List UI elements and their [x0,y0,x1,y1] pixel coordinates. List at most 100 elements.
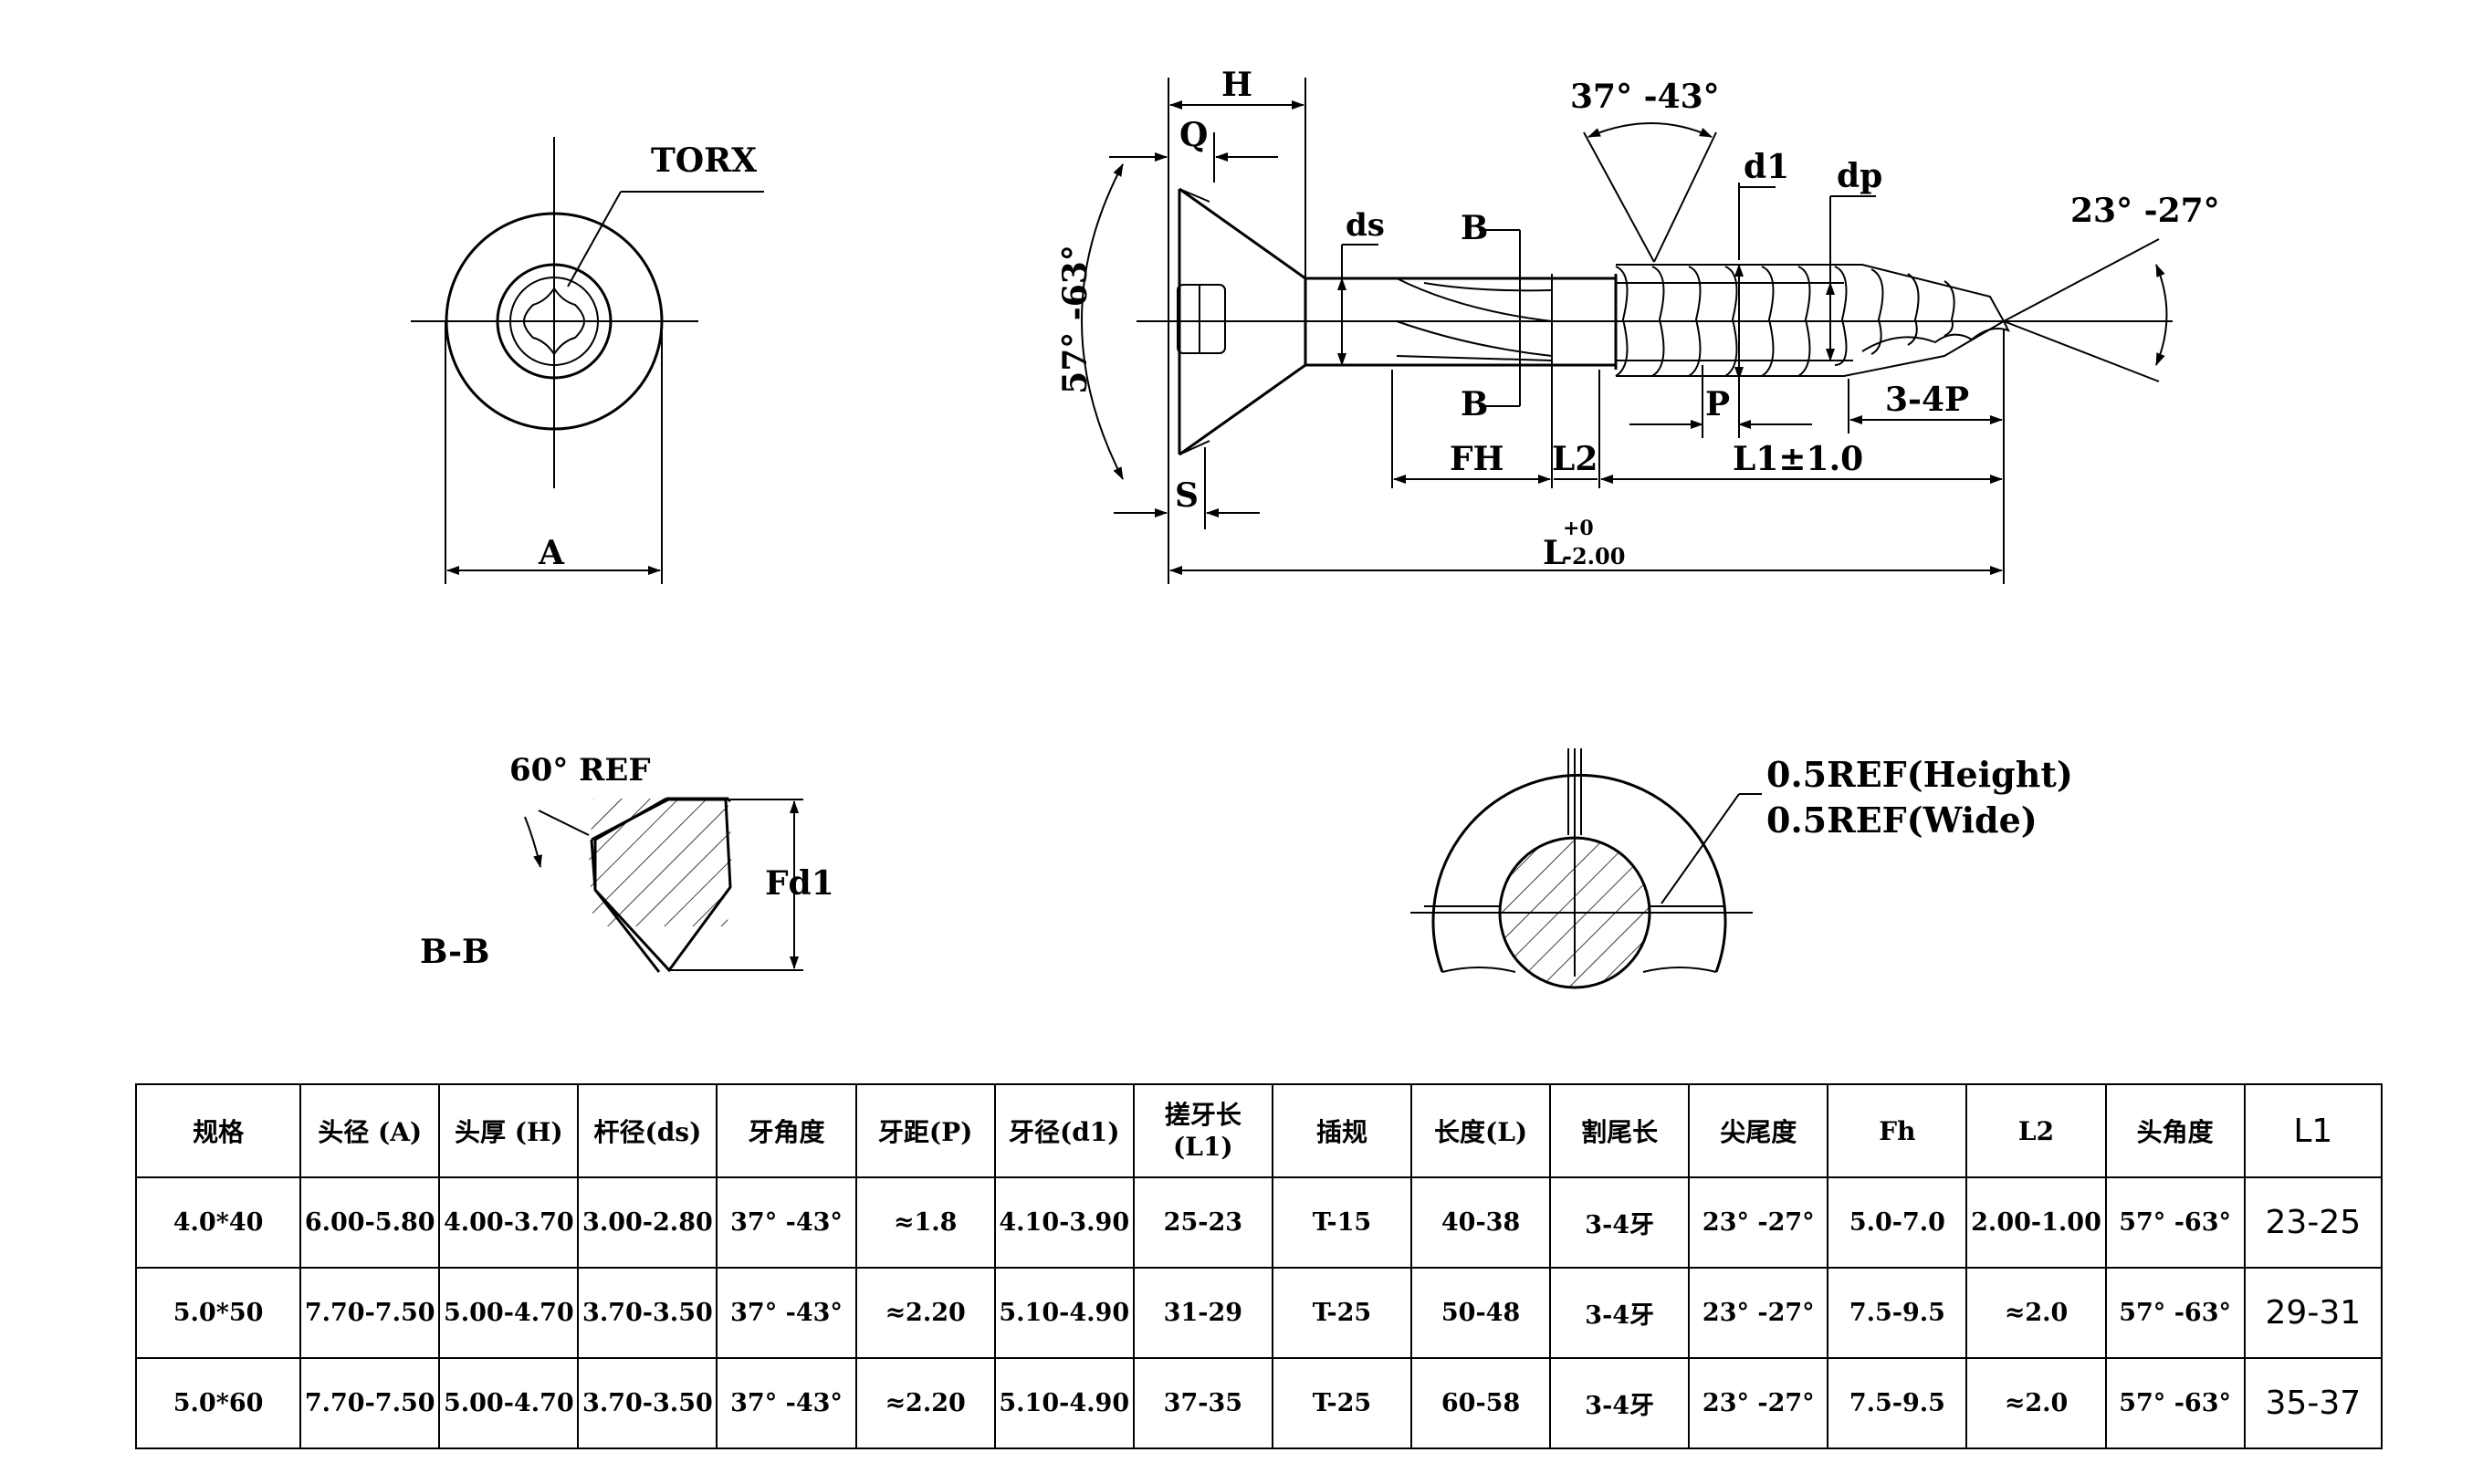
header-cell: 插规 [1271,1083,1413,1178]
table-cell: 29-31 [2243,1267,2383,1359]
table-cell: ≈2.0 [1965,1357,2107,1449]
table-cell: 50-48 [1410,1267,1552,1359]
dim-h-label: H [1221,66,1252,104]
dim-l2-label: L2 [1552,440,1598,478]
section-b-b-view: 60° REF Fd1 B-B [420,752,834,973]
screw-side-view: 23° -27° 37° -43° d1 dp P 3-4P ds [1056,66,2220,584]
dim-q-label: Q [1179,116,1208,154]
dim-a-label: A [538,534,565,572]
table-cell: 3-4牙 [1549,1357,1691,1449]
torx-label: TORX [651,141,757,180]
header-cell: 尖尾度 [1688,1083,1829,1178]
table-cell: 23-25 [2243,1176,2383,1269]
table-cell: 4.0*40 [134,1176,302,1269]
table-cell: 37° -43° [716,1267,857,1359]
dim-l-label: L [1543,534,1566,572]
table-cell: 7.5-9.5 [1827,1357,1968,1449]
table-cell: 2.00-1.00 [1965,1176,2107,1269]
header-cell: 长度(L) [1410,1083,1552,1178]
header-cell: L2 [1965,1083,2107,1178]
table-cell: T-25 [1271,1267,1413,1359]
table-row: 4.0*40 6.00-5.80 4.00-3.70 3.00-2.80 37°… [134,1176,2383,1269]
header-cell: 头角度 [2104,1083,2246,1178]
tip-angle-label: 23° -27° [2070,192,2220,230]
spec-table: 规格 头径 (A) 头厚 (H) 杆径(ds) 牙角度 牙距(P) 牙径(d1)… [134,1083,2383,1449]
table-cell: ≈2.20 [854,1357,996,1449]
header-cell: 牙距(P) [854,1083,996,1178]
dim-fh-label: FH [1450,440,1504,478]
table-cell: 5.0*60 [134,1357,302,1449]
hex-angle-label: 60° REF [509,752,650,789]
table-cell: 3.70-3.50 [577,1357,718,1449]
table-cell: T-15 [1271,1176,1413,1269]
table-cell: 37-35 [1132,1357,1273,1449]
table-cell: 5.00-4.70 [438,1357,580,1449]
table-cell: 37° -43° [716,1357,857,1449]
table-row: 5.0*60 7.70-7.50 5.00-4.70 3.70-3.50 37°… [134,1357,2383,1449]
table-cell: 4.10-3.90 [993,1176,1135,1269]
table-cell: 7.70-7.50 [299,1357,441,1449]
head-top-view: TORX A [411,137,764,584]
thread-angle-arc [1587,122,1713,138]
header-cell: 搓牙长(L1) [1132,1083,1273,1178]
dim-d1-label: d1 [1744,148,1789,186]
table-cell: 60-58 [1410,1357,1552,1449]
header-cell: 割尾长 [1549,1083,1691,1178]
section-marker-top: B [1461,209,1488,247]
table-cell: 57° -63° [2104,1267,2246,1359]
ref-height-label: 0.5REF(Height) [1766,754,2073,795]
section-marker-bottom: B [1461,385,1488,423]
table-cell: 5.10-4.90 [993,1357,1135,1449]
dim-l-lower-tol: -2.00 [1563,543,1625,570]
table-cell: 3-4牙 [1549,1176,1691,1269]
table-cell: 5.0-7.0 [1827,1176,1968,1269]
tip-angle-arc [2155,264,2168,366]
table-cell: 23° -27° [1688,1176,1829,1269]
header-cell: 牙径(d1) [993,1083,1135,1178]
dim-dp-label: dp [1837,157,1882,195]
table-cell: 23° -27° [1688,1267,1829,1359]
dim-fd1-label: Fd1 [765,864,834,903]
table-cell: 3.00-2.80 [577,1176,718,1269]
dim-l-upper-tol: +0 [1563,517,1594,540]
section-title: B-B [420,933,489,971]
header-cell: 杆径(ds) [577,1083,718,1178]
table-cell: 31-29 [1132,1267,1273,1359]
table-cell: 25-23 [1132,1176,1273,1269]
table-cell: 3.70-3.50 [577,1267,718,1359]
table-cell: 57° -63° [2104,1176,2246,1269]
ref-wide-label: 0.5REF(Wide) [1766,799,2038,841]
head-angle-label: 57° -63° [1056,245,1095,394]
table-cell: 3-4牙 [1549,1267,1691,1359]
header-cell: 规格 [134,1083,302,1178]
table-cell: 6.00-5.80 [299,1176,441,1269]
table-cell: 37° -43° [716,1176,857,1269]
table-cell: 5.10-4.90 [993,1267,1135,1359]
table-cell: 5.00-4.70 [438,1267,580,1359]
table-cell: 23° -27° [1688,1357,1829,1449]
table-header-row: 规格 头径 (A) 头厚 (H) 杆径(ds) 牙角度 牙距(P) 牙径(d1)… [134,1083,2383,1178]
thread-crests [1615,266,1955,377]
table-cell: 40-38 [1410,1176,1552,1269]
table-row: 5.0*50 7.70-7.50 5.00-4.70 3.70-3.50 37°… [134,1267,2383,1359]
table-cell: 35-37 [2243,1357,2383,1449]
header-cell: 牙角度 [716,1083,857,1178]
table-cell: T-25 [1271,1357,1413,1449]
table-cell: 7.70-7.50 [299,1267,441,1359]
thread-angle-label: 37° -43° [1570,78,1720,116]
tip-section-view: 0.5REF(Height) 0.5REF(Wide) [1410,748,2073,989]
table-cell: 57° -63° [2104,1357,2246,1449]
header-cell: L1 [2243,1083,2383,1178]
dim-ds-label: ds [1346,207,1385,244]
table-cell: ≈2.0 [1965,1267,2107,1359]
dim-tip-length-label: 3-4P [1885,381,1969,419]
header-cell: 头径 (A) [299,1083,441,1178]
dim-l1-label: L1±1.0 [1733,440,1863,478]
table-cell: 5.0*50 [134,1267,302,1359]
header-cell: 头厚 (H) [438,1083,580,1178]
dim-s-label: S [1175,476,1199,515]
table-cell: ≈1.8 [854,1176,996,1269]
dim-p-label: P [1705,385,1730,423]
header-cell: Fh [1827,1083,1968,1178]
